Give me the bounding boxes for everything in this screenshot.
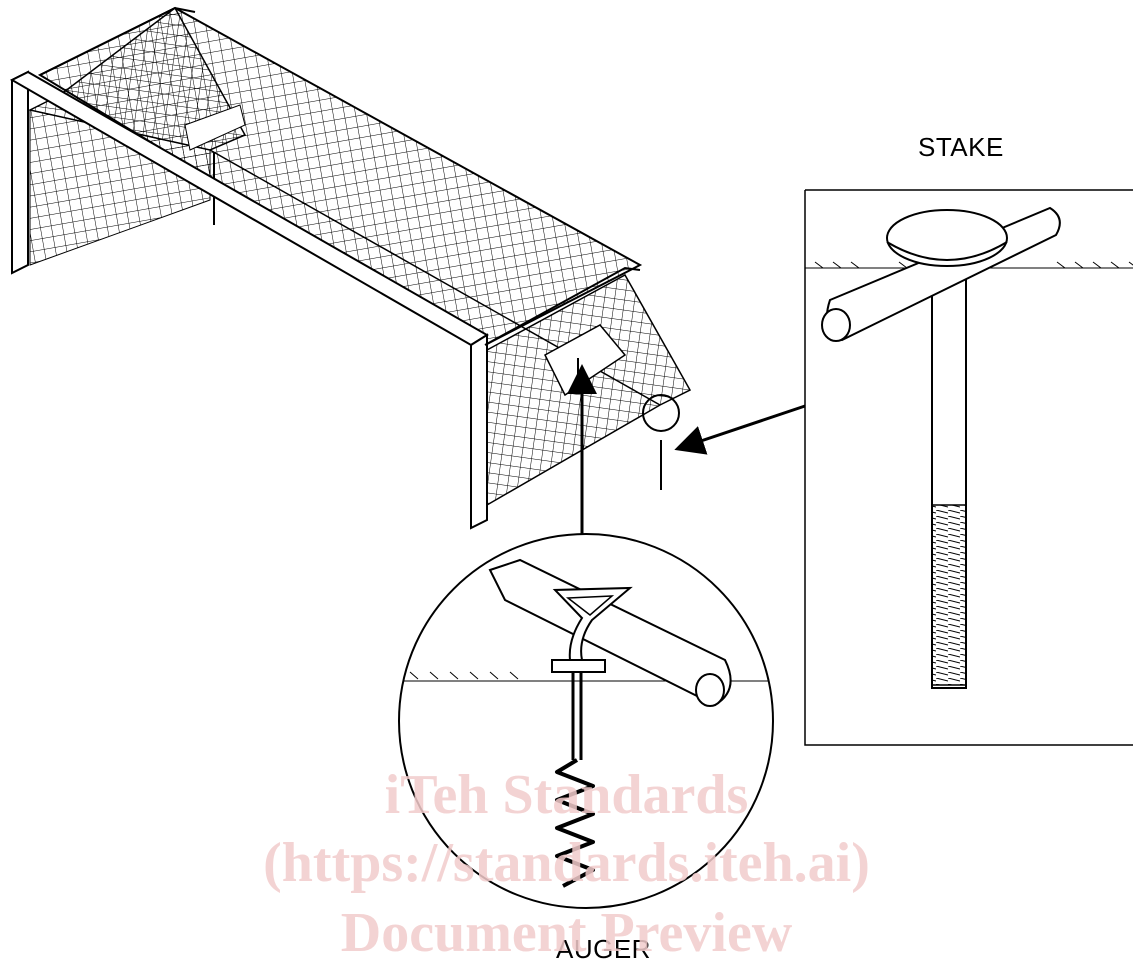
stake-detail-drawing: [804, 189, 1133, 746]
watermark-line-3: Document Preview: [340, 902, 793, 964]
auger-label: AUGER: [556, 934, 651, 964]
watermark-line-2: (https://standards.iteh.ai): [263, 832, 870, 894]
goal-left-back-net: [29, 109, 211, 266]
auger-detail-drawing: [398, 533, 774, 909]
stake-leader-arrow: [674, 404, 806, 455]
goal-left-post: [11, 70, 29, 275]
stake-callout-circle: [642, 394, 680, 432]
stake-label: STAKE: [918, 132, 1004, 162]
watermark-line-1: iTeh Standards: [384, 764, 749, 826]
goal-right-post: [470, 333, 488, 530]
soccer-goal-drawing: [9, 6, 692, 530]
